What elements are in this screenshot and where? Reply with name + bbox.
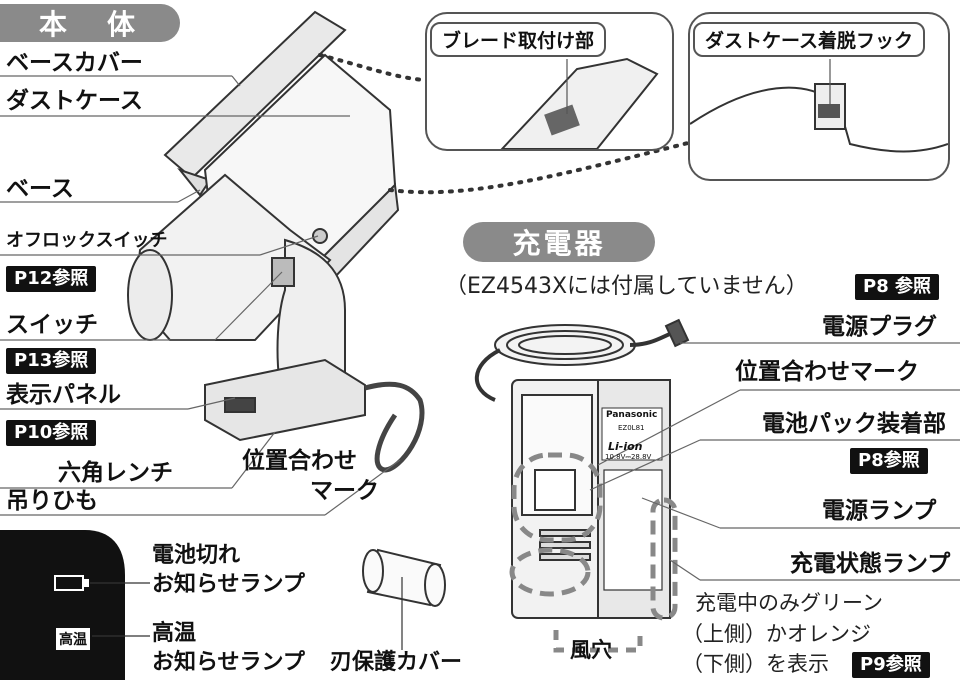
label-off-lock-switch: オフロックスイッチ (6, 230, 168, 251)
saw-illustration (127, 10, 425, 473)
body-section-title: 本 体 (0, 4, 180, 42)
label-power-plug: 電源プラグ (822, 314, 937, 340)
charger-model: EZ0L81 (618, 424, 645, 432)
charge-desc-1: 充電中のみグリーン (695, 591, 883, 615)
off-lock-ref: P12参照 (6, 266, 97, 292)
label-display-panel: 表示パネル (6, 382, 121, 408)
label-base: ベース (6, 176, 74, 202)
pack-mount-ref: P8参照 (850, 448, 928, 474)
label-vent: 風穴 (570, 638, 612, 662)
label-charge-lamp: 充電状態ランプ (790, 551, 951, 577)
charge-desc-3: （下側）を表示 (682, 652, 829, 676)
label-power-lamp: 電源ランプ (822, 498, 937, 524)
label-temp-lamp-1: 高温 (152, 621, 197, 646)
charge-desc-2: （上側）かオレンジ (682, 622, 871, 646)
blade-mount-title: ブレード取付け部 (430, 22, 607, 57)
label-align-mark-1: 位置合わせ (242, 448, 357, 474)
label-pack-mount: 電池パック装着部 (762, 411, 946, 437)
charger-brand: Panasonic (606, 410, 658, 420)
label-strap: 吊りひも (6, 488, 98, 514)
label-align-mark-2: マーク (310, 478, 379, 504)
blade-cover-illustration (362, 548, 446, 607)
label-switch: スイッチ (6, 312, 98, 338)
label-align-mark: 位置合わせマーク (735, 359, 919, 385)
dust-hook-title: ダストケース着脱フック (693, 22, 926, 57)
dust-hook-drawing (690, 59, 948, 153)
label-battery-lamp-1: 電池切れ (152, 543, 241, 568)
charger-note-ref: P8 参照 (855, 274, 939, 300)
label-hex-wrench: 六角レンチ (58, 460, 173, 486)
charger-illustration (474, 318, 690, 619)
charger-section-title: 充電器 (463, 222, 655, 262)
label-dust-case: ダストケース (6, 88, 143, 114)
label-blade-cover: 刃保護カバー (330, 650, 463, 675)
switch-ref: P13参照 (6, 348, 97, 374)
label-base-cover: ベースカバー (6, 50, 143, 76)
display-ref: P10参照 (6, 420, 97, 446)
blade-mount-drawing (500, 57, 659, 149)
label-temp-lamp-2: お知らせランプ (152, 650, 305, 675)
charger-liion: Li-ion (608, 440, 643, 453)
label-battery-lamp-2: お知らせランプ (152, 572, 305, 597)
temp-icon: 高温 (56, 628, 90, 650)
charger-note: （EZ4543Xには付属していません） (445, 274, 808, 299)
charge-lamp-ref: P9参照 (852, 652, 930, 678)
charger-voltage: 10.8V⎓28.8V (605, 453, 652, 461)
